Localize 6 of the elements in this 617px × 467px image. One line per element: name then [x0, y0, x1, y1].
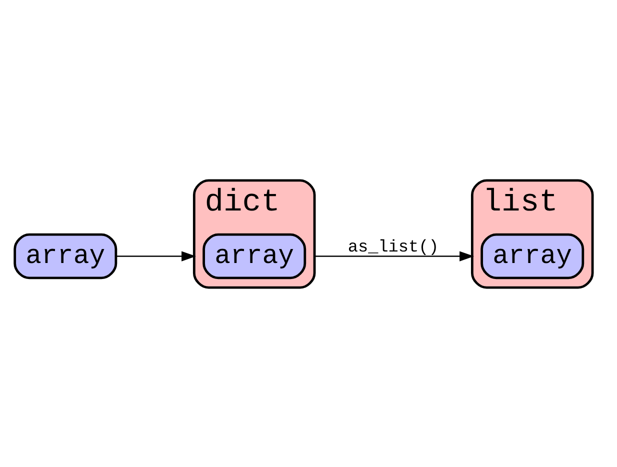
arrow [116, 250, 196, 261]
node-box: array [202, 232, 306, 279]
arrow [314, 250, 474, 261]
node-box: array [14, 232, 118, 279]
edge-label: as_list() [348, 238, 439, 258]
node-box: array [480, 232, 584, 279]
